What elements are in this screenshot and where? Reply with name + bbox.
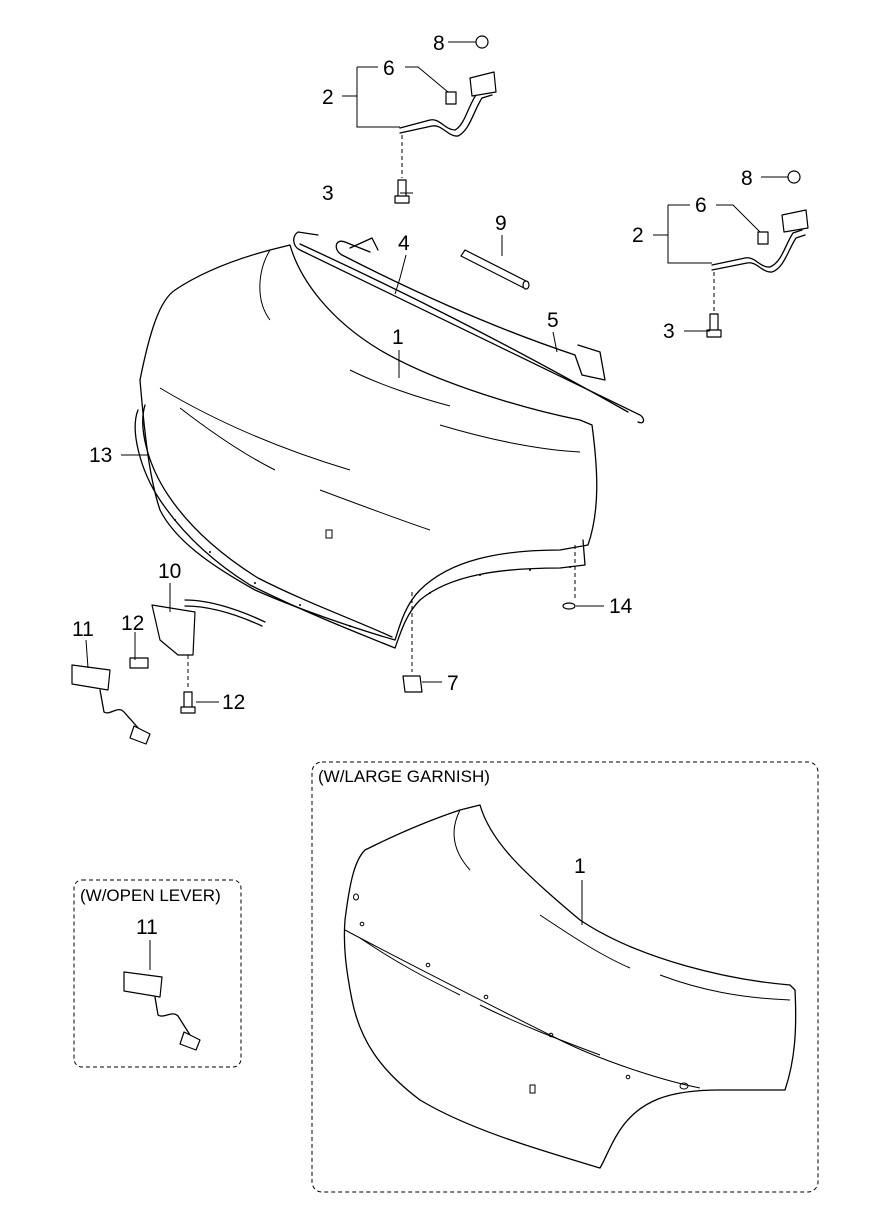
torsion-bar-left	[293, 231, 645, 424]
callout-3-right: 3	[663, 320, 675, 343]
callout-6-right: 6	[695, 194, 707, 217]
callout-10: 10	[158, 560, 181, 583]
callout-2-left: 2	[322, 86, 334, 109]
rod	[460, 249, 530, 290]
inset-large-garnish-callout-1: 1	[574, 855, 586, 878]
callout-6-left: 6	[383, 57, 395, 80]
callout-7: 7	[447, 672, 459, 695]
callout-14: 14	[609, 595, 633, 618]
callout-1: 1	[392, 326, 404, 349]
inset-open-lever: (W/OPEN LEVER) 11	[73, 879, 242, 1068]
weatherstrip	[134, 404, 586, 649]
callout-12-lower: 12	[222, 691, 245, 714]
callout-2-right: 2	[632, 224, 644, 247]
lock-cylinder	[71, 657, 151, 745]
callout-12-upper: 12	[121, 612, 144, 635]
trunk-lid-latch	[151, 599, 266, 714]
inset-large-garnish-title: (W/LARGE GARNISH)	[318, 767, 490, 786]
callout-5: 5	[547, 309, 559, 332]
inset-large-garnish: (W/LARGE GARNISH) 1	[311, 761, 819, 1193]
hinge-left	[394, 35, 497, 204]
callout-numbers: 1 2 2 3 3 4 5 6 6 7 8 8 9 10 11 12 12 13…	[72, 32, 753, 714]
callout-9: 9	[495, 212, 507, 235]
grommet	[562, 545, 576, 610]
callout-8-left: 8	[433, 32, 445, 55]
callout-11: 11	[72, 618, 94, 641]
inset-open-lever-title: (W/OPEN LEVER)	[80, 886, 221, 905]
callout-leaders	[85, 41, 788, 703]
callout-4: 4	[398, 232, 410, 255]
torsion-bar-right	[335, 237, 606, 381]
callout-8-right: 8	[741, 167, 753, 190]
callout-3-left: 3	[322, 182, 334, 205]
inset-open-lever-callout-11: 11	[136, 916, 158, 939]
callout-13: 13	[89, 444, 112, 467]
rubber-bumper	[402, 592, 423, 693]
trunk-lid-panel	[139, 244, 598, 641]
hinge-right	[706, 170, 809, 338]
